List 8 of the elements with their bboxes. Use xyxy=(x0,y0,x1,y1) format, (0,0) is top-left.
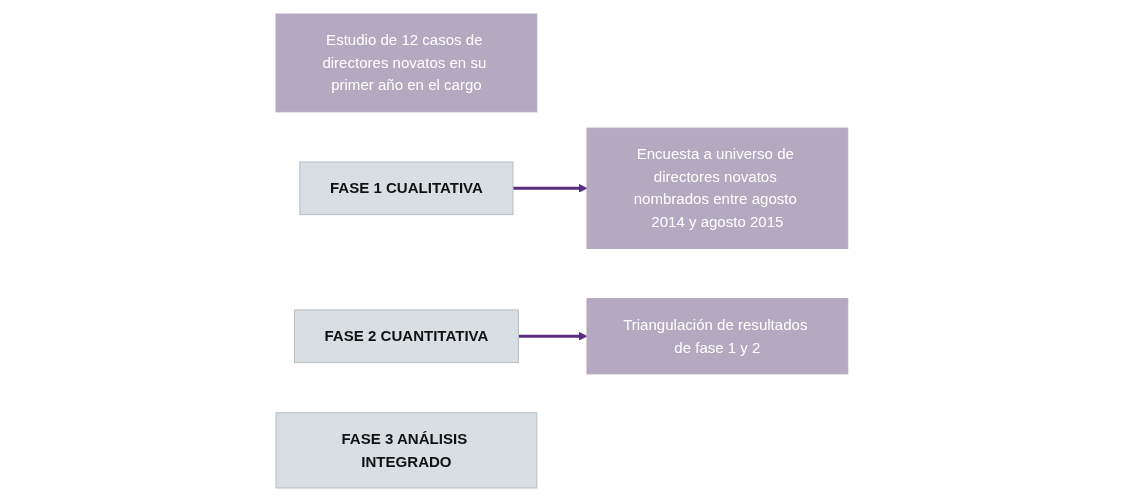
node-box: FASE 1 CUALITATIVA xyxy=(299,161,514,216)
node-box: Encuesta a universo de directores novatos nombrados entre agosto 2014 y agosto 2015 xyxy=(586,127,849,249)
arrow xyxy=(513,183,588,193)
node-box: Estudio de 12 casos de directores novatos en su primer año en el cargo xyxy=(275,13,538,113)
node-box: FASE 2 CUANTITATIVA xyxy=(294,309,520,364)
arrow xyxy=(518,331,588,341)
node-box: Triangulación de resultados de fase 1 y 2 xyxy=(586,298,849,375)
node-box: FASE 3 ANÁLISIS INTEGRADO xyxy=(275,412,538,489)
